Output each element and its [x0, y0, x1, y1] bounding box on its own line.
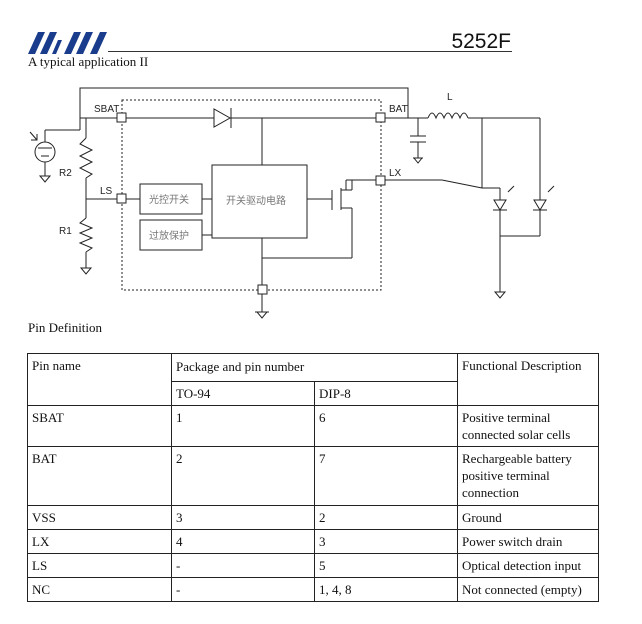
cell-to94: 2 — [171, 446, 315, 506]
cell-desc: Positive terminal connected solar cells — [457, 405, 599, 447]
solar-cell-icon — [34, 141, 56, 163]
r2-resistor — [78, 137, 94, 179]
led2-icon — [533, 199, 547, 211]
header-pin-name: Pin name — [27, 353, 172, 406]
cell-pin: SBAT — [27, 405, 172, 447]
chip-boundary — [121, 99, 382, 291]
cell-desc: Power switch drain — [457, 529, 599, 554]
cell-desc: Not connected (empty) — [457, 577, 599, 602]
inductor-icon — [427, 112, 469, 120]
cell-dip8: 3 — [314, 529, 458, 554]
cell-to94: - — [171, 577, 315, 602]
section-title: Pin Definition — [28, 320, 103, 335]
pin-ls — [116, 193, 127, 204]
cell-dip8: 6 — [314, 405, 458, 447]
cell-to94: 3 — [171, 505, 315, 530]
pin-table: Pin name Package and pin number Function… — [27, 353, 599, 602]
label-r1: R1 — [59, 226, 72, 237]
cell-pin: BAT — [27, 446, 172, 506]
label-light-control: 光控开关 — [149, 193, 189, 206]
label-r2: R2 — [59, 168, 72, 179]
r1-resistor — [78, 217, 94, 253]
cell-to94: 4 — [171, 529, 315, 554]
cell-desc: Rechargeable battery positive terminal c… — [457, 446, 599, 506]
pin-vss — [257, 284, 268, 295]
light-control-block — [139, 183, 203, 215]
header-rule — [108, 51, 512, 52]
pin-bat — [375, 112, 386, 123]
diode-icon — [213, 108, 232, 128]
header-package: Package and pin number — [171, 353, 458, 382]
cell-pin: LX — [27, 529, 172, 554]
part-number: 5252F — [451, 30, 511, 53]
table-row: NC - 1, 4, 8 Not connected (empty) — [27, 577, 599, 602]
label-inductor: L — [447, 92, 453, 103]
cell-to94: 1 — [171, 405, 315, 447]
cell-dip8: 2 — [314, 505, 458, 530]
led1-icon — [493, 199, 507, 211]
pin-sbat — [116, 112, 127, 123]
company-logo — [28, 32, 107, 54]
cell-desc: Optical detection input — [457, 553, 599, 578]
cell-to94: - — [171, 553, 315, 578]
application-title: A typical application II — [28, 54, 149, 69]
table-row: LS - 5 Optical detection input — [27, 553, 599, 578]
table-subheader-row: TO-94 DIP-8 — [28, 381, 599, 406]
cell-desc: Ground — [457, 505, 599, 530]
sbat-loop-wire — [79, 87, 409, 118]
table-row: VSS 3 2 Ground — [27, 505, 599, 530]
table-header-row: Pin name Package and pin number Function… — [27, 353, 599, 406]
application-schematic: SBAT BAT LX LS R2 R1 L 光控开关 开关驱动电路 过放保护 — [29, 87, 555, 319]
cell-pin: LS — [27, 553, 172, 578]
header-dip8: DIP-8 — [314, 381, 458, 406]
header-to94: TO-94 — [171, 381, 315, 406]
pin-lx — [375, 175, 386, 186]
label-ls: LS — [100, 186, 113, 197]
driver-block — [211, 164, 308, 239]
header-function: Functional Description — [457, 353, 599, 406]
label-protect: 过放保护 — [149, 229, 189, 242]
cell-pin: NC — [27, 577, 172, 602]
cell-dip8: 1, 4, 8 — [314, 577, 458, 602]
label-lx: LX — [389, 168, 402, 179]
label-sbat: SBAT — [94, 104, 119, 115]
mosfet-icon — [340, 180, 353, 258]
table-row: LX 4 3 Power switch drain — [27, 529, 599, 554]
table-row: SBAT 1 6 Positive terminal connected sol… — [27, 405, 599, 447]
cell-pin: VSS — [27, 505, 172, 530]
table-row: BAT 2 7 Rechargeable battery positive te… — [27, 446, 599, 506]
cell-dip8: 5 — [314, 553, 458, 578]
cell-dip8: 7 — [314, 446, 458, 506]
label-bat: BAT — [389, 104, 408, 115]
label-driver: 开关驱动电路 — [226, 194, 286, 207]
